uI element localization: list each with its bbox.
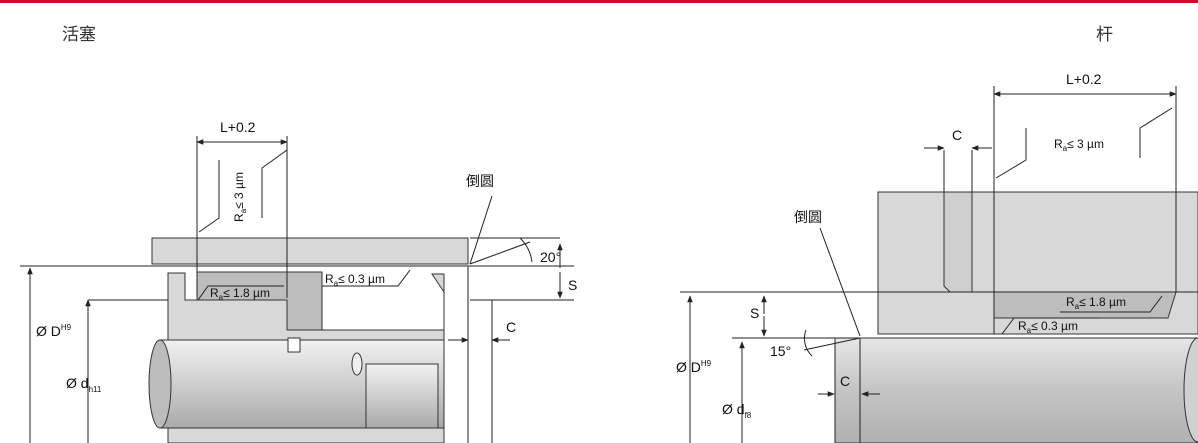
piston-rod-end (148, 339, 172, 429)
piston-length-label: L+0.2 (220, 119, 256, 135)
svg-text:Ra≤ 3 µm: Ra≤ 3 µm (232, 172, 248, 222)
rod-s-label: S (750, 305, 759, 321)
rod-c-top-label: C (952, 127, 962, 143)
rod-length-label: L+0.2 (1066, 71, 1102, 87)
piston-housing (151, 237, 469, 265)
rod-end (1183, 337, 1198, 443)
piston-roughness-1: Ra≤ 1.8 µm (210, 286, 270, 302)
rod-c-label: C (840, 373, 850, 389)
piston-diagram: L+0.2 倒圆 20° S C Ra≤ 3 µm Ra≤ 1.8 µm Ra≤… (20, 119, 577, 443)
rod-roughness-1: Ra≤ 1.8 µm (1066, 295, 1126, 311)
piston-c-label: C (506, 319, 516, 335)
piston-rod-notch (351, 352, 363, 376)
piston-roughness-2: Ra≤ 0.3 µm (325, 272, 385, 288)
piston-chamfer-label: 倒圆 (466, 173, 494, 189)
piston-s-label: S (568, 277, 577, 293)
piston-bore-diameter: Ø DH9 (36, 323, 72, 339)
rod-cylinder (834, 337, 1198, 443)
piston-small-box (287, 337, 301, 353)
piston-roughness-vertical: Ra≤ 3 µm (232, 172, 248, 222)
rod-diagram: L+0.2 C 倒圆 S 15° C Ra≤ 3 µm Ra≤ 1.8 µm R… (676, 71, 1198, 443)
rod-roughness-2: Ra≤ 0.3 µm (1018, 319, 1078, 335)
rod-heading: 杆 (1096, 25, 1113, 44)
rod-roughness-top: Ra≤ 3 µm (1054, 137, 1104, 153)
rod-diameter: Ø df8 (722, 401, 752, 420)
rod-groove-slot (943, 191, 973, 293)
rod-chamfer-label: 倒圆 (794, 209, 822, 225)
piston-rod-step (365, 363, 439, 429)
rod-angle-label: 15° (770, 343, 791, 359)
piston-heading: 活塞 (62, 25, 96, 44)
piston-groove-diameter: Ø dh11 (66, 375, 102, 394)
piston-angle-label: 20° (540, 249, 561, 265)
rod-bore-diameter: Ø DH9 (676, 359, 712, 375)
top-accent-bar (0, 0, 1198, 3)
